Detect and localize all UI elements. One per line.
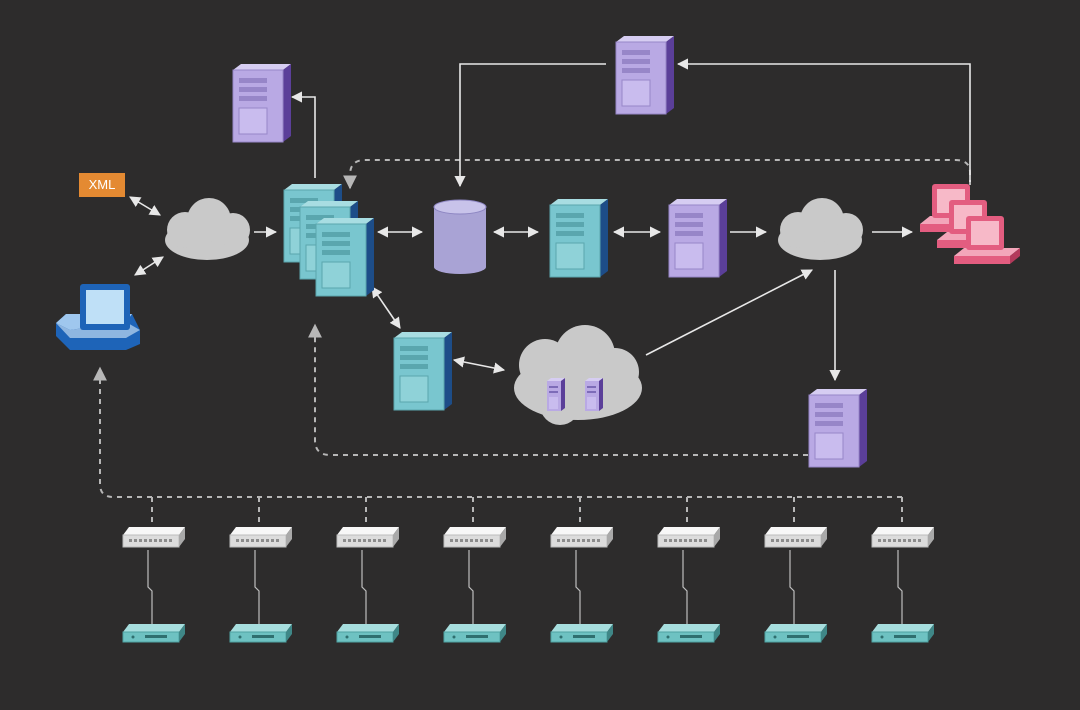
network-switch-icon xyxy=(550,623,614,643)
server-icon-cloud-1 xyxy=(547,378,565,411)
bidirectional-arrow-workstation-cloud xyxy=(134,256,164,276)
arrow-top-server-to-database xyxy=(454,63,606,188)
network-switch-icon xyxy=(871,623,935,643)
server-icon-mid xyxy=(549,198,609,278)
dashed-arrow-switch-bus xyxy=(93,366,902,498)
xml-badge: XML xyxy=(79,173,125,197)
switch-row-bottom xyxy=(122,623,935,643)
server-icon-top-left xyxy=(232,63,292,143)
network-switch-icon xyxy=(657,623,721,643)
arrow-cloud-to-cloud xyxy=(645,269,813,356)
dashed-connectors xyxy=(93,159,971,526)
network-switch-icon xyxy=(229,623,293,643)
database-icon xyxy=(433,199,487,274)
server-icon-lower xyxy=(393,331,453,411)
network-switch-icon xyxy=(336,526,400,548)
dashed-arrow-return-left xyxy=(308,323,808,456)
dashed-arrow-return-top xyxy=(343,159,971,190)
bidirectional-arrow-cluster-server xyxy=(371,286,401,329)
network-switch-icon xyxy=(443,623,507,643)
server-icon-cloud-2 xyxy=(585,378,603,411)
server-icon-mid-right xyxy=(668,198,728,278)
network-switch-icon xyxy=(764,623,828,643)
bidirectional-arrow-xml-cloud xyxy=(129,196,161,216)
arrow-cluster-to-server xyxy=(290,91,316,178)
network-switch-icon xyxy=(550,526,614,548)
switch-row-top xyxy=(122,526,935,548)
workstation-icon-pink-group xyxy=(920,184,1020,264)
server-icon-bottom-right xyxy=(808,388,868,468)
network-switch-icon xyxy=(443,526,507,548)
network-switch-icon xyxy=(122,623,186,643)
bidirectional-arrow-server-cloud xyxy=(452,356,506,374)
switch-links xyxy=(147,550,903,624)
network-switch-icon xyxy=(871,526,935,548)
network-switch-icon xyxy=(229,526,293,548)
cloud-icon-left xyxy=(165,198,250,260)
solid-connectors xyxy=(129,58,971,382)
network-switch-icon xyxy=(657,526,721,548)
network-switch-icon xyxy=(336,623,400,643)
server-icon-top xyxy=(615,35,675,115)
arrow-workstations-to-top-server xyxy=(676,58,971,182)
workstation-icon-blue xyxy=(56,284,140,350)
server-cluster-icon xyxy=(283,183,375,297)
cloud-icon-center xyxy=(514,325,642,425)
cloud-icon-right xyxy=(778,198,863,260)
network-switch-icon xyxy=(764,526,828,548)
network-switch-icon xyxy=(122,526,186,548)
